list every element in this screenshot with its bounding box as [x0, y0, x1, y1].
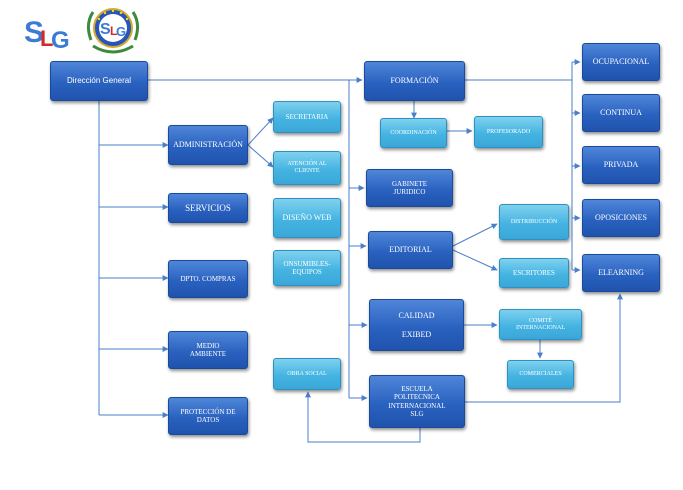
- node-direccion-general[interactable]: Dirección General: [50, 61, 148, 101]
- node-servicios[interactable]: SERVICIOS: [168, 193, 248, 223]
- node-label: COMITÉ INTERNACIONAL: [516, 317, 565, 331]
- node-comerciales[interactable]: COMERCIALES: [507, 360, 574, 389]
- node-distribucion[interactable]: DISTRIBUCCIÓN: [499, 204, 569, 240]
- node-label: SERVICIOS: [185, 202, 231, 213]
- node-administracion[interactable]: ADMINISTRACIÓN: [168, 125, 248, 165]
- node-label: OBRA SOCIAL: [287, 370, 327, 377]
- node-obra-social[interactable]: OBRA SOCIAL: [273, 358, 341, 390]
- node-label: MEDIO AMBIENTE: [189, 341, 227, 358]
- node-consumibles-equipos[interactable]: ONSUMIBLES- EQUIPOS: [273, 250, 341, 286]
- node-label: DISEÑO WEB: [282, 213, 332, 223]
- node-label: EDITORIAL: [389, 245, 432, 255]
- node-secretaria[interactable]: SECRETARIA: [273, 101, 341, 133]
- node-continua[interactable]: CONTINUA: [582, 94, 660, 132]
- node-label: COORDINACIÓN: [390, 129, 437, 136]
- node-atencion-cliente[interactable]: ATENCIÓN AL CLIENTE: [273, 151, 341, 185]
- node-label: OCUPACIONAL: [592, 57, 650, 67]
- node-label: COMERCIALES: [519, 371, 562, 378]
- node-label: OPOSICIONES: [594, 213, 647, 223]
- node-oposiciones[interactable]: OPOSICIONES: [582, 199, 660, 237]
- node-calidad-exibed[interactable]: CALIDAD EXIBED: [369, 299, 464, 351]
- node-editorial[interactable]: EDITORIAL: [368, 231, 453, 269]
- svg-text:S: S: [24, 16, 44, 49]
- seal-logo: S L G: [86, 8, 140, 54]
- node-escritores[interactable]: ESCRITORES: [499, 258, 569, 288]
- node-label: ADMINISTRACIÓN: [173, 140, 243, 150]
- svg-text:L: L: [110, 24, 117, 38]
- node-ocupacional[interactable]: OCUPACIONAL: [582, 43, 660, 81]
- node-elearning[interactable]: ELEARNING: [582, 254, 660, 292]
- node-comite-internacional[interactable]: COMITÉ INTERNACIONAL: [499, 309, 582, 340]
- node-label: ELEARNING: [598, 268, 644, 278]
- node-label: ESCUELA POLITECNICA INTERNACIONAL SLG: [388, 385, 446, 418]
- node-label: ATENCIÓN AL CLIENTE: [287, 161, 327, 174]
- node-proteccion-datos[interactable]: PROTECCIÓN DE DATOS: [168, 397, 248, 435]
- node-medio-ambiente[interactable]: MEDIO AMBIENTE: [168, 331, 248, 369]
- node-label: CONTINUA: [600, 108, 642, 118]
- node-label: PROTECCIÓN DE DATOS: [180, 407, 236, 424]
- node-coordinacion[interactable]: COORDINACIÓN: [380, 118, 447, 148]
- svg-text:L: L: [40, 26, 53, 51]
- node-label: DISTRIBUCCIÓN: [510, 218, 558, 225]
- node-gabinete-juridico[interactable]: GABINETE JURIDICO: [366, 169, 453, 207]
- node-label: PROFESORADO: [486, 128, 531, 135]
- slg-logo: S L G: [24, 16, 70, 52]
- node-profesorado[interactable]: PROFESORADO: [474, 116, 543, 148]
- svg-text:G: G: [116, 24, 126, 39]
- node-label: ESCRITORES: [513, 268, 555, 277]
- node-dpto-compras[interactable]: DPTO. COMPRAS: [168, 260, 248, 298]
- node-label: Dirección General: [66, 76, 132, 86]
- svg-text:G: G: [51, 27, 70, 52]
- node-label: FORMACIÓN: [390, 76, 439, 86]
- node-label: DPTO. COMPRAS: [180, 274, 236, 283]
- node-label: PRIVADA: [603, 160, 639, 170]
- node-label: CALIDAD EXIBED: [398, 311, 435, 339]
- node-privada[interactable]: PRIVADA: [582, 146, 660, 184]
- node-label: ONSUMIBLES- EQUIPOS: [283, 259, 331, 276]
- node-label: GABINETE JURIDICO: [392, 179, 427, 196]
- node-diseno-web[interactable]: DISEÑO WEB: [273, 198, 341, 238]
- node-formacion[interactable]: FORMACIÓN: [364, 61, 465, 101]
- svg-text:S: S: [100, 21, 111, 38]
- node-label: SECRETARIA: [285, 112, 329, 121]
- node-escuela-politecnica[interactable]: ESCUELA POLITECNICA INTERNACIONAL SLG: [369, 375, 465, 428]
